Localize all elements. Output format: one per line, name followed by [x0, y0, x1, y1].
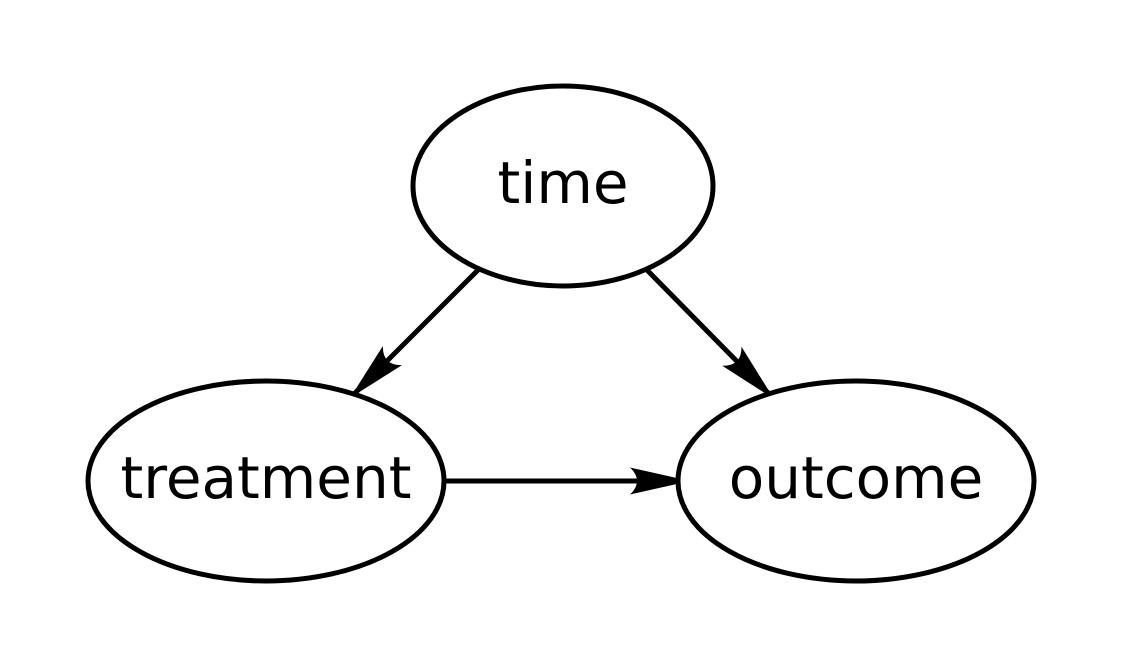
node-time: time	[410, 83, 716, 289]
node-outcome-ellipse	[675, 378, 1037, 584]
arrowhead-icon	[350, 346, 402, 398]
node-outcome-label: outcome	[729, 444, 984, 512]
edge-time-to-outcome	[644, 267, 776, 401]
edge-time-to-treatment	[348, 267, 481, 400]
node-time-ellipse	[410, 83, 716, 289]
node-outcome: outcome	[675, 378, 1037, 584]
edge-treatment-to-outcome	[444, 467, 690, 495]
node-treatment: treatment	[85, 378, 447, 584]
arrowhead-icon	[722, 346, 774, 399]
node-treatment-label: treatment	[121, 444, 412, 512]
node-time-label: time	[497, 149, 628, 217]
arrowhead-icon	[630, 467, 690, 495]
node-treatment-ellipse	[85, 378, 447, 584]
